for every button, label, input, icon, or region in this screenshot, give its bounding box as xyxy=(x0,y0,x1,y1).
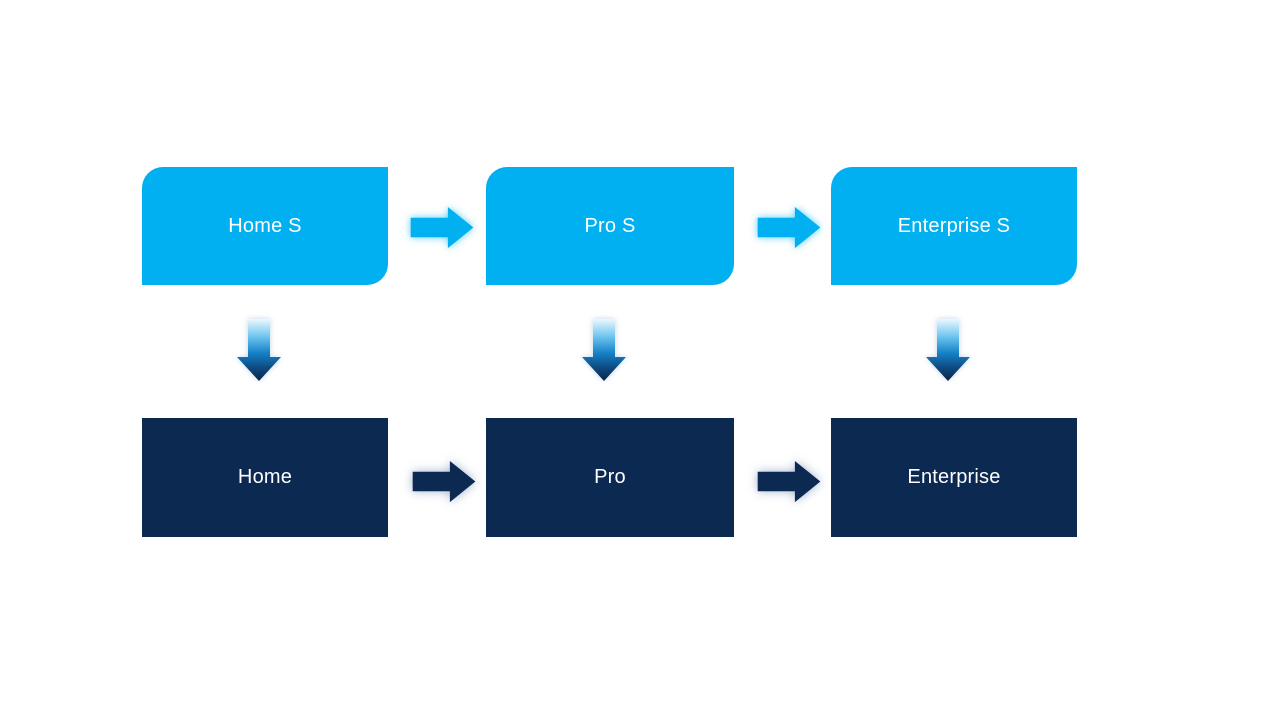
bottom-box-enterprise-label: Enterprise xyxy=(907,466,1001,488)
top-box-pro-s-label: Pro S xyxy=(584,214,636,237)
down-arrow-icon-home xyxy=(237,319,281,381)
top-box-enterprise-s: Enterprise S xyxy=(831,167,1077,285)
down-arrow-icon-pro xyxy=(582,319,626,381)
right-arrow-icon-bottom-1 xyxy=(412,460,476,503)
bottom-box-pro: Pro xyxy=(486,418,734,537)
bottom-box-home-label: Home xyxy=(237,466,293,488)
right-arrow-icon-top-1 xyxy=(410,206,474,249)
top-box-home-s: Home S xyxy=(142,167,388,285)
down-arrow-icon-enterprise xyxy=(926,319,970,381)
bottom-box-enterprise: Enterprise xyxy=(831,418,1077,537)
bottom-box-home: Home xyxy=(142,418,388,537)
top-box-pro-s: Pro S xyxy=(486,167,734,285)
bottom-box-pro-label: Pro xyxy=(594,466,626,488)
top-box-home-s-label: Home S xyxy=(228,214,302,237)
top-box-enterprise-s-label: Enterprise S xyxy=(897,214,1011,237)
right-arrow-icon-top-2 xyxy=(757,206,821,249)
right-arrow-icon-bottom-2 xyxy=(757,460,821,503)
